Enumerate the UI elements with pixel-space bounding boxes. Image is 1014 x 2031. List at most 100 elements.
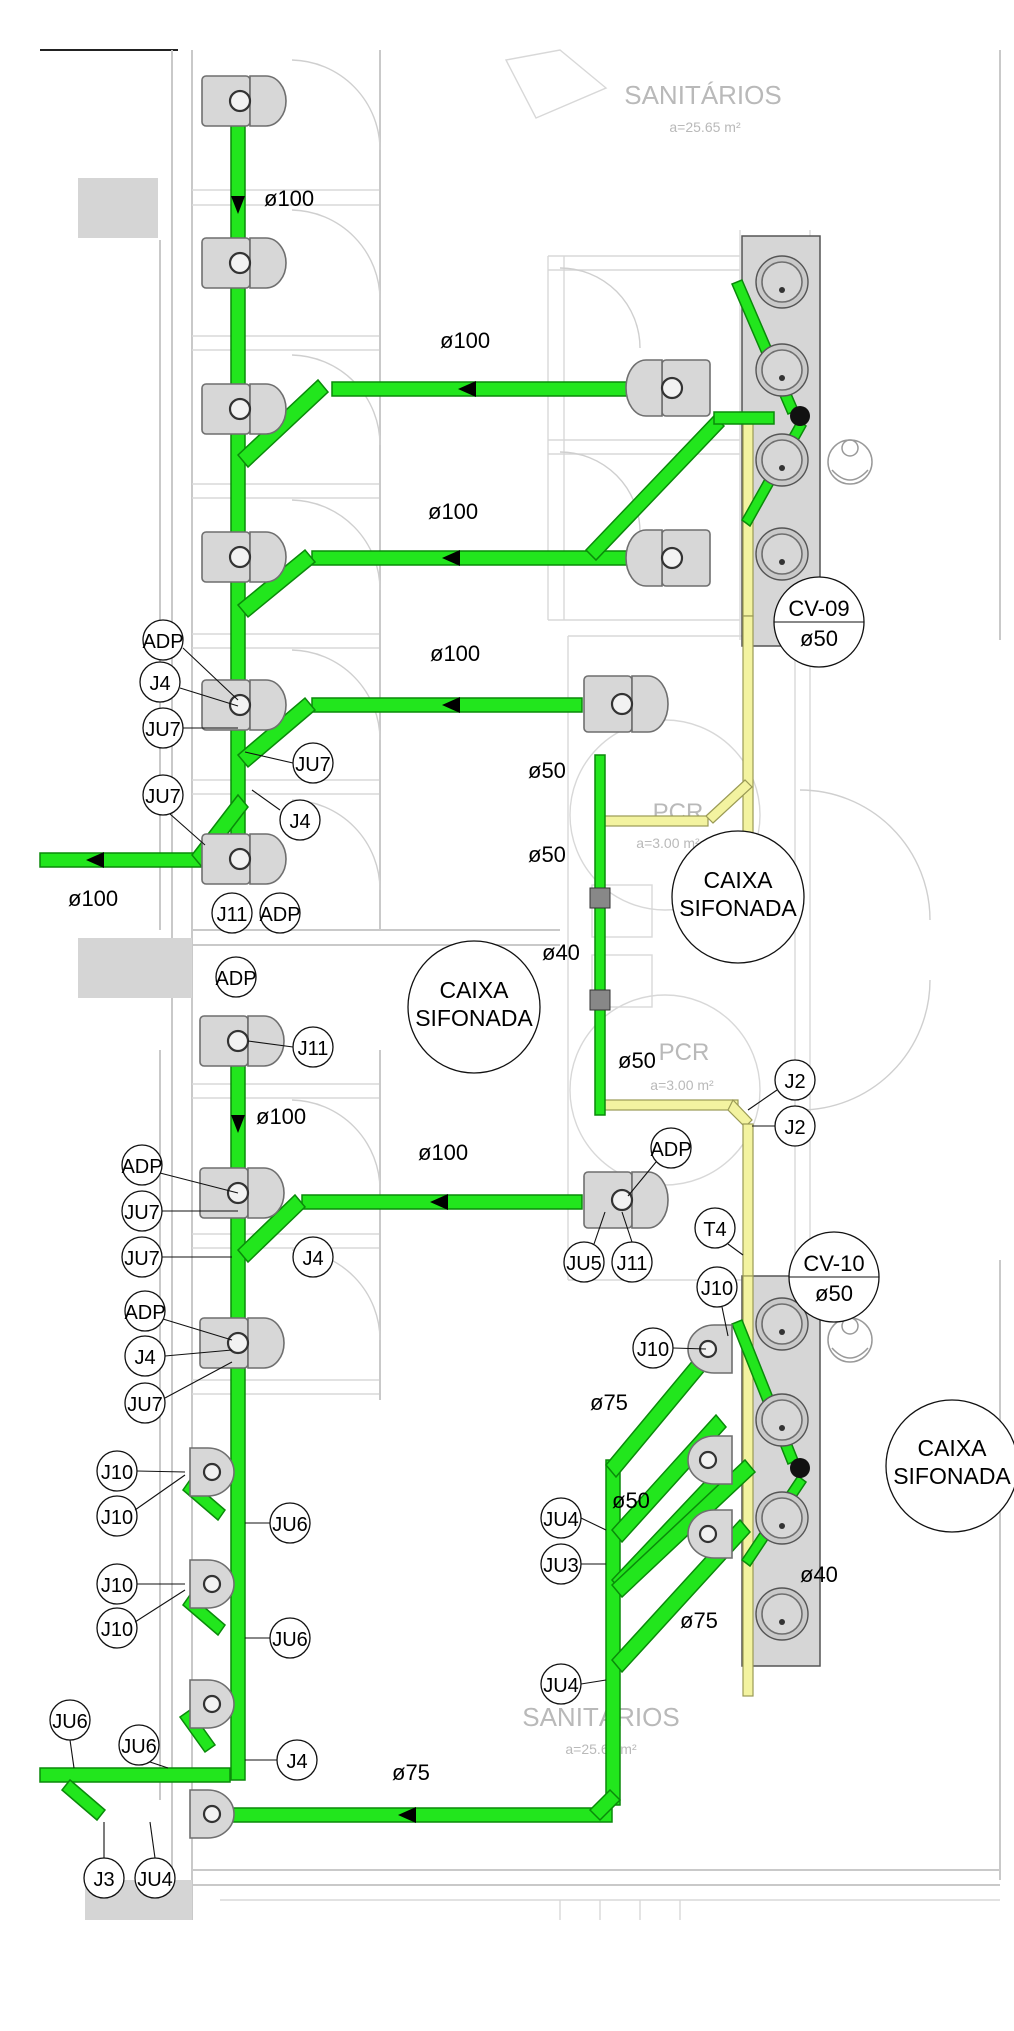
pipe-diameter-labels: ø100 ø100 ø100 ø100 ø100 ø100 ø100 ø50 ø… — [68, 186, 838, 1785]
pipe-label: ø100 — [428, 499, 478, 524]
fitting-tag: J4 — [149, 673, 170, 695]
pipe-label: ø75 — [590, 1390, 628, 1415]
room-area-top: a=25.65 m² — [669, 119, 741, 135]
sink-icon — [755, 1297, 809, 1351]
flow-arrow-icon — [231, 1115, 245, 1133]
fitting-tag: JU4 — [543, 1509, 579, 1531]
fitting-tag: JU6 — [272, 1629, 308, 1651]
toilet-icon — [625, 529, 711, 587]
room-area-bottom: a=25.65 m² — [565, 1741, 637, 1757]
fitting-tag: J10 — [637, 1339, 669, 1361]
caixa-sifonada-2-line2: SIFONADA — [679, 895, 797, 921]
fitting-tag: J4 — [286, 1751, 307, 1773]
pipe-label: ø50 — [618, 1048, 656, 1073]
fitting-tag: J11 — [298, 1038, 329, 1060]
sink-icon — [755, 1393, 809, 1447]
fitting-tag: JU6 — [272, 1514, 308, 1536]
toilet-icon — [201, 75, 287, 127]
pipe-label: ø75 — [680, 1608, 718, 1633]
room-name-bottom: SANITÁRIOS — [522, 1702, 679, 1732]
flow-arrow-icon — [458, 381, 476, 397]
flow-arrow-icon — [86, 852, 104, 868]
fitting-tag: JU6 — [52, 1711, 88, 1733]
fitting-tag: J3 — [93, 1869, 114, 1891]
flow-arrows — [86, 196, 476, 1823]
fitting-tag: J10 — [101, 1575, 133, 1597]
fitting-tag: JU3 — [543, 1555, 579, 1577]
caixa-sifonada-1-line2: SIFONADA — [415, 1005, 533, 1031]
fitting-tag: JU4 — [543, 1675, 579, 1697]
sewer-pipes — [39, 119, 808, 1823]
fitting-tag: JU5 — [566, 1253, 602, 1275]
floor-drain-icon — [790, 406, 810, 426]
urinal-icon — [189, 1559, 235, 1609]
pipe-label: ø50 — [528, 758, 566, 783]
fitting-tag: ADP — [650, 1139, 691, 1161]
vent-cv09-name: CV-09 — [788, 596, 849, 621]
fitting-tag: JU7 — [145, 719, 181, 741]
pipe-label: ø40 — [542, 940, 580, 965]
flow-arrow-icon — [442, 697, 460, 713]
fitting-tag: JU7 — [127, 1394, 163, 1416]
caixa-sifonada-3-line1: CAIXA — [917, 1435, 987, 1461]
room-name-top: SANITÁRIOS — [624, 80, 781, 110]
fitting-tag: J4 — [134, 1347, 155, 1369]
fitting-tag: J10 — [101, 1619, 133, 1641]
fitting-tags: ADP J4 JU7 JU7 JU7 J4 J11 ADP ADP J11 AD… — [49, 619, 816, 1899]
fitting-tag: ADP — [124, 1302, 165, 1324]
fitting-tag: ADP — [259, 904, 300, 926]
wheelchair-user-icon — [827, 439, 873, 485]
urinal-icon — [189, 1789, 235, 1839]
pipe-label: ø100 — [68, 886, 118, 911]
urinal-icon — [189, 1447, 235, 1497]
sink-icon — [755, 255, 809, 309]
toilet-icon — [583, 1171, 669, 1229]
urinals — [189, 1324, 733, 1839]
toilet-icon — [583, 675, 669, 733]
sink-icon — [755, 433, 809, 487]
fitting-tag: J10 — [101, 1507, 133, 1529]
fitting-tag: JU4 — [137, 1869, 173, 1891]
pipe-label: ø40 — [800, 1562, 838, 1587]
flow-arrow-icon — [231, 196, 245, 214]
fitting-tag: J10 — [701, 1278, 733, 1300]
vent-cv10-name: CV-10 — [803, 1251, 864, 1276]
toilet-icon — [201, 679, 287, 731]
room-labels: SANITÁRIOS a=25.65 m² PCR a=3.00 m² PCR … — [522, 80, 781, 1757]
sink-icon — [755, 343, 809, 397]
caixa-sifonada-3: CAIXA SIFONADA — [885, 1399, 1014, 1533]
fitting-tag: J10 — [101, 1462, 133, 1484]
fitting-tag: T4 — [703, 1219, 726, 1241]
sink-icon — [755, 1491, 809, 1545]
fitting-tag: J11 — [217, 904, 248, 926]
toilet-icon — [199, 1317, 285, 1369]
wheelchair-user-icon — [827, 1317, 873, 1363]
fitting-tag: J11 — [617, 1253, 648, 1275]
toilet-icon — [201, 383, 287, 435]
pipe-label: ø75 — [392, 1760, 430, 1785]
urinal-icon — [687, 1435, 733, 1485]
fitting-tag: ADP — [121, 1156, 162, 1178]
fitting-tag: JU7 — [124, 1248, 160, 1270]
vent-cv09-diameter: ø50 — [800, 626, 838, 651]
floor-drain-icon — [589, 989, 611, 1011]
vent-cv10-diameter: ø50 — [815, 1281, 853, 1306]
pipe-label: ø100 — [430, 641, 480, 666]
urinal-icon — [687, 1324, 733, 1374]
fitting-tag: JU7 — [295, 754, 331, 776]
pipe-label: ø100 — [440, 328, 490, 353]
caixa-sifonada-1: CAIXA SIFONADA — [407, 940, 541, 1074]
fitting-tag: J4 — [289, 811, 310, 833]
sink-icon — [755, 1587, 809, 1641]
sinks — [755, 255, 809, 1641]
fitting-tag: ADP — [215, 968, 256, 990]
fitting-tag: JU7 — [145, 786, 181, 808]
pipe-label: ø50 — [612, 1488, 650, 1513]
vent-column-cv09: CV-09 ø50 — [773, 576, 865, 668]
floor-drains — [589, 406, 810, 1478]
room-area-pcr2: a=3.00 m² — [650, 1077, 714, 1093]
flow-arrow-icon — [398, 1807, 416, 1823]
caixa-sifonada-1-line1: CAIXA — [439, 977, 509, 1003]
toilet-icon — [201, 833, 287, 885]
toilet-icon — [201, 237, 287, 289]
